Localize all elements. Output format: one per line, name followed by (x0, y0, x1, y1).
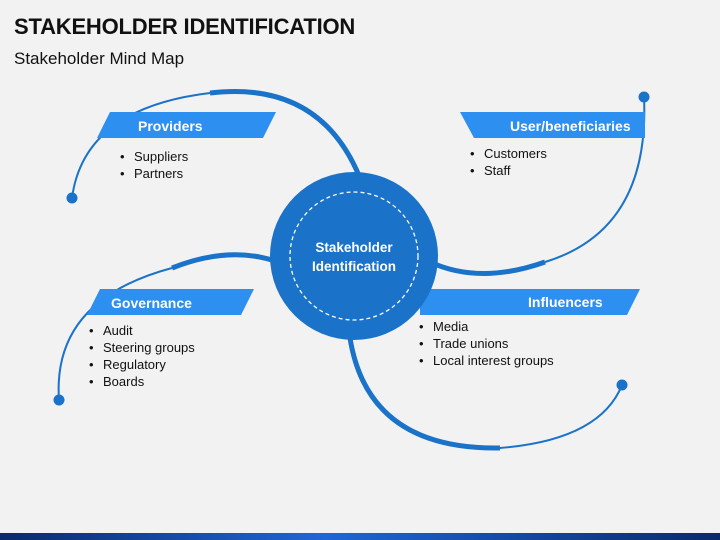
list-item: Regulatory (89, 356, 195, 373)
providers-curve (71, 92, 211, 199)
center-node-ring (289, 191, 419, 321)
list-item: Suppliers (120, 148, 188, 165)
bottom-accent-bar (0, 533, 720, 540)
center-node-label: Stakeholder Identification (283, 238, 425, 276)
governance-banner (87, 289, 254, 315)
list-item: Media (419, 318, 554, 335)
list-item: Customers (470, 145, 547, 162)
slide-title: STAKEHOLDER IDENTIFICATION (14, 14, 356, 39)
slide-subtitle: Stakeholder Mind Map (14, 49, 185, 68)
list-item: Trade unions (419, 335, 554, 352)
influencers-banner (420, 289, 640, 315)
list-item: Staff (470, 162, 547, 179)
users-arc (428, 259, 546, 276)
users-label: User/beneficiaries (510, 118, 631, 134)
list-item: Boards (89, 373, 195, 390)
providers-banner (97, 112, 276, 138)
influencers-curve (499, 384, 623, 449)
center-node-outer (270, 172, 438, 340)
list-item: Local interest groups (419, 352, 554, 369)
governance-curve (57, 267, 173, 401)
users-dot (638, 91, 650, 103)
governance-label: Governance (111, 295, 192, 311)
influencers-list: Media Trade unions Local interest groups (419, 318, 554, 369)
providers-arc (209, 89, 363, 179)
governance-dot (53, 394, 65, 406)
providers-label: Providers (138, 118, 203, 134)
list-item: Audit (89, 322, 195, 339)
list-item: Partners (120, 165, 188, 182)
center-line-2: Identification (312, 259, 396, 274)
governance-arc (171, 252, 279, 271)
users-list: Customers Staff (470, 145, 547, 179)
governance-list: Audit Steering groups Regulatory Boards (89, 322, 195, 390)
influencers-arc (347, 337, 501, 451)
users-banner (460, 112, 645, 138)
providers-dot (66, 192, 78, 204)
center-line-1: Stakeholder (315, 240, 393, 255)
providers-list: Suppliers Partners (120, 148, 188, 182)
list-item: Steering groups (89, 339, 195, 356)
influencers-label: Influencers (528, 294, 603, 310)
influencers-dot (616, 379, 628, 391)
